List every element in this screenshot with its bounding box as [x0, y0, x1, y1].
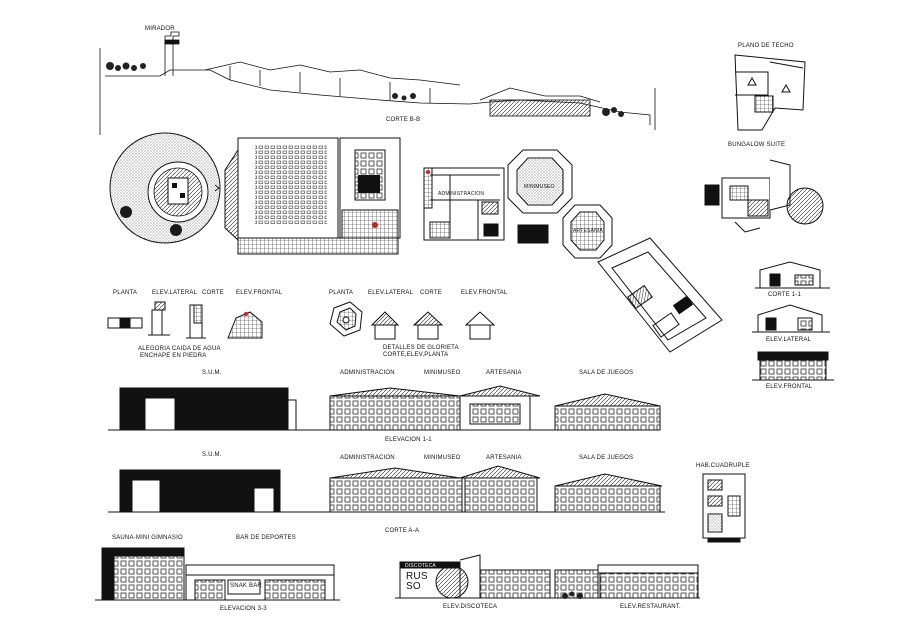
label-alegoria: ALEGORIA CAIDA DE AGUA [138, 346, 221, 352]
label-corte-elev-planta: CORTE,ELEV,PLANTA [383, 352, 449, 358]
label-planta-1: PLANTA [113, 290, 138, 296]
label-elev-frontal-2: ELEV.FRONTAL [461, 290, 508, 296]
label-corte-b-b: CORTE B-B [386, 117, 421, 123]
minimuseo-octagon-plan [507, 149, 573, 244]
label-mirador: MIRADOR [145, 26, 175, 32]
label-detalles-glorieta: DETALLES DE GLORIETA [383, 345, 459, 351]
sum-auditorium-plan [224, 137, 401, 255]
label-elev-lateral-3: ELEV.LATERAL [766, 337, 812, 343]
label-plano-de-techo: PLANO DE TECHO [738, 43, 794, 49]
roof-plan [734, 54, 806, 131]
label-artesania-2: ARTESANIA [486, 455, 522, 461]
label-corte-a-a: CORTE A-A [385, 528, 420, 534]
hab-cuadruple-plan [702, 473, 746, 543]
gazebo-details [329, 301, 496, 340]
label-corte-1-1: CORTE 1-1 [768, 292, 802, 298]
label-hab-cuadruple: HAB.CUADRUPLE [696, 463, 750, 469]
label-administracion-2: ADMINISTRACION [340, 455, 395, 461]
label-administracion-1: ADMINISTRACION [340, 370, 395, 376]
discoteca-elevation [399, 554, 551, 599]
elevacion-1-1-drawing [108, 385, 661, 431]
label-sauna: SAUNA-MINI GIMNASIO [112, 535, 183, 541]
label-discoteca: DISCOTECA [405, 563, 436, 569]
label-plan-admin: ADMINISTRACION [438, 191, 485, 197]
bungalow-suite-plan [704, 159, 824, 233]
fountain-details [107, 301, 263, 339]
corte-a-a-drawing [108, 465, 665, 513]
label-elevacion-3-3: ELEVACION 3-3 [220, 606, 267, 612]
label-elev-frontal-3: ELEV.FRONTAL [766, 384, 813, 390]
label-plan-minimuseo: MINIMUSEO [524, 184, 555, 190]
label-sala-juegos-2: SALA DE JUEGOS [579, 455, 634, 461]
label-enchape: ENCHAPE EN PIEDRA [140, 353, 207, 359]
label-minimuseo-2: MINIMUSEO [424, 455, 461, 461]
label-corte-1: CORTE [202, 290, 224, 296]
elevacion-3-3-drawing [95, 547, 340, 601]
label-bungalow-suite: BUNGALOW SUITE [728, 142, 786, 148]
label-corte-2: CORTE [420, 290, 442, 296]
elev-lateral-drawing [752, 304, 830, 333]
sala-juegos-plan [597, 237, 723, 353]
label-minimuseo-1: MINIMUSEO [424, 370, 461, 376]
label-sum-2: S.U.M. [202, 452, 222, 458]
label-elev-discoteca: ELEV.DISCOTECA [443, 604, 498, 610]
label-elevacion-1-1: ELEVACION 1-1 [385, 437, 432, 443]
admin-plan [423, 167, 505, 241]
label-planta-2: PLANTA [329, 290, 354, 296]
corte-1-1-drawing [755, 261, 830, 289]
elev-frontal-drawing [752, 351, 834, 381]
label-plan-artesania: ARTESANIA [573, 228, 604, 234]
label-elev-lateral-2: ELEV.LATERAL [368, 290, 414, 296]
label-bar-deportes: BAR DE DEPORTES [236, 535, 296, 541]
label-elev-lateral-1: ELEV.LATERAL [152, 290, 198, 296]
corte-b-b-section [99, 31, 656, 135]
label-snak-bar: SNAK BAR [230, 583, 262, 589]
label-elev-restaurant: ELEV.RESTAURANT. [620, 604, 681, 610]
label-sala-juegos-1: SALA DE JUEGOS [579, 370, 634, 376]
label-elev-frontal-1: ELEV.FRONTAL [236, 290, 283, 296]
artesania-octagon-plan [562, 204, 613, 259]
circular-fountain-plan [109, 132, 221, 244]
label-sum-1: S.U.M. [202, 370, 222, 376]
label-artesania-1: ARTESANIA [486, 370, 522, 376]
label-ruso: RUS SO [406, 571, 428, 592]
restaurant-elevation [395, 564, 700, 599]
